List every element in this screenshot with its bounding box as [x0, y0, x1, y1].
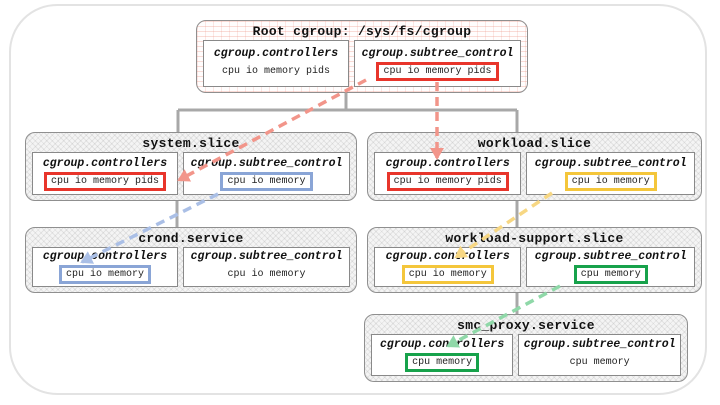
controllers-file-box: cgroup.controllers cpu io memory pids	[32, 152, 178, 195]
node-title: smc_proxy.service	[457, 318, 595, 333]
subtree-control-value: cpu memory	[569, 357, 630, 368]
controllers-value: cpu memory	[405, 353, 480, 372]
file-name: cgroup.subtree_control	[190, 250, 343, 263]
controllers-file-box: cgroup.controllers cpu io memory	[374, 247, 522, 287]
file-row: cgroup.controllers cpu io memory cgroup.…	[374, 247, 695, 287]
controllers-file-box: cgroup.controllers cpu io memory	[32, 247, 178, 287]
controllers-value: cpu io memory	[58, 265, 151, 284]
node-crond-service: crond.service cgroup.controllers cpu io …	[25, 227, 357, 293]
file-row: cgroup.controllers cpu io memory pids cg…	[374, 152, 695, 195]
controllers-file-box: cgroup.controllers cpu io memory pids	[203, 40, 349, 87]
node-smc-proxy-service: smc_proxy.service cgroup.controllers cpu…	[364, 314, 688, 382]
subtree-control-file-box: cgroup.subtree_control cpu io memory	[183, 152, 350, 195]
file-name: cgroup.controllers	[385, 250, 510, 263]
file-name: cgroup.subtree_control	[361, 46, 514, 60]
subtree-control-value: cpu io memory	[564, 171, 657, 191]
node-root-cgroup: Root cgroup: /sys/fs/cgroup cgroup.contr…	[196, 20, 528, 93]
file-name: cgroup.subtree_control	[534, 250, 687, 263]
controllers-value: cpu io memory pids	[43, 171, 167, 191]
file-row: cgroup.controllers cpu io memory pids cg…	[203, 40, 521, 87]
subtree-control-value: cpu io memory pids	[376, 61, 499, 81]
node-title: workload-support.slice	[445, 231, 624, 246]
subtree-control-file-box: cgroup.subtree_control cpu io memory pid…	[354, 40, 521, 87]
controllers-value: cpu io memory pids	[221, 65, 331, 77]
node-system-slice: system.slice cgroup.controllers cpu io m…	[25, 132, 357, 201]
subtree-control-value: cpu io memory	[227, 269, 306, 280]
node-workload-slice: workload.slice cgroup.controllers cpu io…	[367, 132, 702, 201]
node-title: crond.service	[138, 231, 244, 246]
node-title: system.slice	[142, 136, 240, 151]
controllers-file-box: cgroup.controllers cpu memory	[371, 334, 514, 376]
file-name: cgroup.subtree_control	[190, 156, 343, 170]
subtree-control-value: cpu memory	[573, 265, 648, 284]
subtree-control-file-box: cgroup.subtree_control cpu memory	[526, 247, 695, 287]
file-name: cgroup.subtree_control	[523, 338, 676, 351]
controllers-file-box: cgroup.controllers cpu io memory pids	[374, 152, 522, 195]
subtree-control-file-box: cgroup.subtree_control cpu memory	[518, 334, 681, 376]
file-name: cgroup.subtree_control	[534, 156, 687, 170]
file-name: cgroup.controllers	[42, 156, 168, 170]
node-title: workload.slice	[477, 136, 592, 151]
controllers-value: cpu io memory	[401, 265, 494, 284]
file-name: cgroup.controllers	[385, 156, 510, 170]
file-name: cgroup.controllers	[380, 338, 505, 351]
node-title: Root cgroup: /sys/fs/cgroup	[252, 24, 472, 39]
controllers-value: cpu io memory pids	[386, 171, 509, 191]
file-name: cgroup.controllers	[42, 250, 168, 263]
subtree-control-value: cpu io memory	[220, 171, 313, 191]
file-row: cgroup.controllers cpu io memory pids cg…	[32, 152, 350, 195]
file-row: cgroup.controllers cpu memory cgroup.sub…	[371, 334, 681, 376]
file-name: cgroup.controllers	[213, 46, 339, 60]
subtree-control-file-box: cgroup.subtree_control cpu io memory	[183, 247, 350, 287]
file-row: cgroup.controllers cpu io memory cgroup.…	[32, 247, 350, 287]
subtree-control-file-box: cgroup.subtree_control cpu io memory	[526, 152, 695, 195]
node-workload-support-slice: workload-support.slice cgroup.controller…	[367, 227, 702, 293]
